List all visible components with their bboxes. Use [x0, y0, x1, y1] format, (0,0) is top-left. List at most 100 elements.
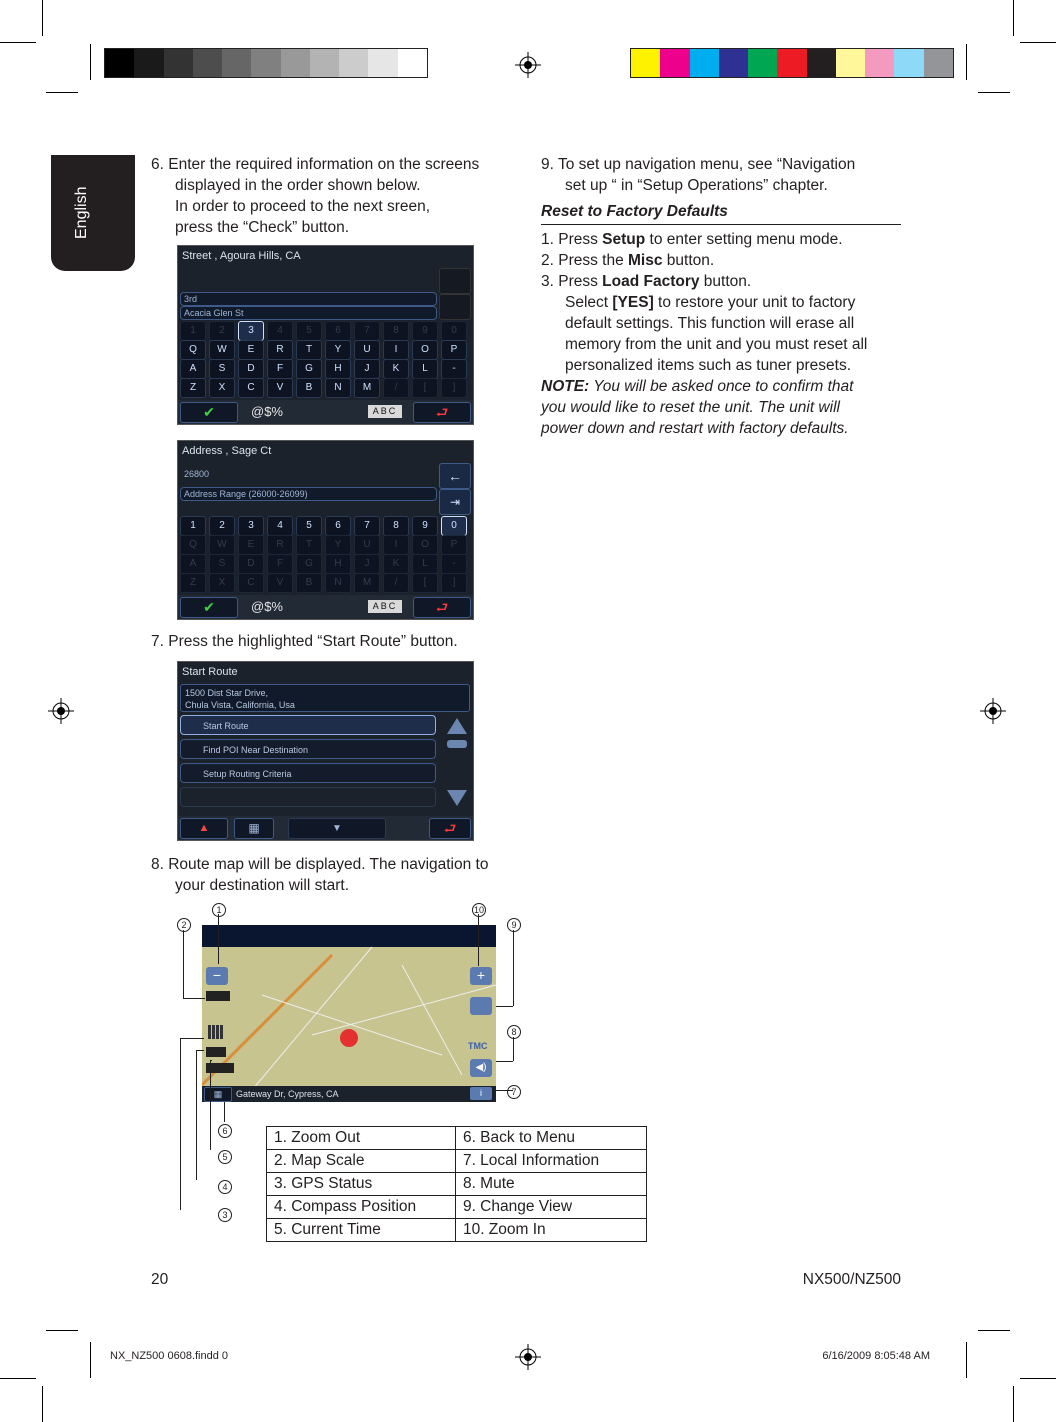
key-F[interactable]: F [267, 554, 293, 574]
key-X[interactable]: X [209, 378, 235, 398]
key-X[interactable]: X [209, 573, 235, 593]
key-2[interactable]: 2 [209, 516, 235, 536]
key-V[interactable]: V [267, 378, 293, 398]
key-T[interactable]: T [296, 535, 322, 555]
change-view-button[interactable] [470, 997, 492, 1015]
key-Y[interactable]: Y [325, 340, 351, 360]
key-8[interactable]: 8 [383, 321, 409, 341]
key-7[interactable]: 7 [354, 516, 380, 536]
key-A[interactable]: A [180, 359, 206, 379]
key-Z[interactable]: Z [180, 378, 206, 398]
key-J[interactable]: J [354, 554, 380, 574]
key-3[interactable]: 3 [238, 321, 264, 341]
more-button[interactable]: ▼ [288, 818, 386, 839]
key-8[interactable]: 8 [383, 516, 409, 536]
side-button[interactable] [439, 268, 471, 294]
zoom-in-button[interactable]: + [470, 967, 492, 985]
key-N[interactable]: N [325, 573, 351, 593]
key--[interactable]: - [441, 359, 467, 379]
back-button[interactable]: ⮐ [413, 597, 471, 618]
key-F[interactable]: F [267, 359, 293, 379]
key-N[interactable]: N [325, 378, 351, 398]
scroll-up-icon[interactable] [447, 718, 467, 734]
key-3[interactable]: 3 [238, 516, 264, 536]
key-V[interactable]: V [267, 573, 293, 593]
check-button[interactable]: ✔ [180, 597, 238, 618]
key-M[interactable]: M [354, 573, 380, 593]
back-button[interactable]: ⮐ [429, 818, 471, 839]
key-1[interactable]: 1 [180, 516, 206, 536]
start-route-button[interactable]: Start Route [180, 715, 436, 735]
key-C[interactable]: C [238, 573, 264, 593]
key-Z[interactable]: Z [180, 573, 206, 593]
abc-button[interactable]: ABC [368, 600, 402, 613]
key-C[interactable]: C [238, 378, 264, 398]
key-K[interactable]: K [383, 554, 409, 574]
side-button[interactable] [439, 294, 471, 320]
zoom-out-button[interactable]: − [206, 967, 228, 985]
key-4[interactable]: 4 [267, 321, 293, 341]
symbols-button[interactable]: @$% [251, 404, 283, 419]
key-S[interactable]: S [209, 554, 235, 574]
key-Q[interactable]: Q [180, 340, 206, 360]
key-G[interactable]: G [296, 554, 322, 574]
back-to-menu-button[interactable]: ▦ [204, 1087, 232, 1102]
key-][interactable]: ] [441, 573, 467, 593]
back-button[interactable]: ⮐ [413, 402, 471, 423]
address-range-field[interactable]: Address Range (26000-26099) [180, 487, 437, 501]
key-2[interactable]: 2 [209, 321, 235, 341]
key-4[interactable]: 4 [267, 516, 293, 536]
key-O[interactable]: O [412, 340, 438, 360]
key-W[interactable]: W [209, 535, 235, 555]
key-S[interactable]: S [209, 359, 235, 379]
mute-button[interactable]: ◀) [470, 1059, 492, 1077]
symbols-button[interactable]: @$% [251, 599, 283, 614]
street-suggestion[interactable]: Acacia Glen St [180, 306, 437, 320]
check-button[interactable]: ✔ [180, 402, 238, 423]
key-/[interactable]: / [383, 378, 409, 398]
key-M[interactable]: M [354, 378, 380, 398]
key-6[interactable]: 6 [325, 321, 351, 341]
setup-routing-button[interactable]: Setup Routing Criteria [180, 763, 436, 783]
street-field[interactable]: 3rd [180, 292, 437, 306]
key--[interactable]: - [441, 554, 467, 574]
backspace-button[interactable]: ← [439, 463, 471, 489]
key-H[interactable]: H [325, 554, 351, 574]
key-9[interactable]: 9 [412, 321, 438, 341]
key-0[interactable]: 0 [441, 321, 467, 341]
key-K[interactable]: K [383, 359, 409, 379]
key-1[interactable]: 1 [180, 321, 206, 341]
scroll-down-icon[interactable] [447, 790, 467, 806]
key-P[interactable]: P [441, 535, 467, 555]
find-poi-button[interactable]: Find POI Near Destination [180, 739, 436, 759]
key-Q[interactable]: Q [180, 535, 206, 555]
key-6[interactable]: 6 [325, 516, 351, 536]
abc-button[interactable]: ABC [368, 405, 402, 418]
key-B[interactable]: B [296, 378, 322, 398]
key-L[interactable]: L [412, 554, 438, 574]
key-P[interactable]: P [441, 340, 467, 360]
key-I[interactable]: I [383, 535, 409, 555]
key-G[interactable]: G [296, 359, 322, 379]
key-O[interactable]: O [412, 535, 438, 555]
scrollbar-thumb[interactable] [447, 740, 467, 748]
key-D[interactable]: D [238, 359, 264, 379]
key-U[interactable]: U [354, 535, 380, 555]
key-B[interactable]: B [296, 573, 322, 593]
key-0[interactable]: 0 [441, 516, 467, 536]
key-5[interactable]: 5 [296, 516, 322, 536]
key-9[interactable]: 9 [412, 516, 438, 536]
house-number-field[interactable]: 26800 [184, 469, 210, 479]
key-T[interactable]: T [296, 340, 322, 360]
map-view-button[interactable]: ▲ [180, 818, 228, 839]
key-/[interactable]: / [383, 573, 409, 593]
key-7[interactable]: 7 [354, 321, 380, 341]
key-H[interactable]: H [325, 359, 351, 379]
key-5[interactable]: 5 [296, 321, 322, 341]
key-E[interactable]: E [238, 340, 264, 360]
key-W[interactable]: W [209, 340, 235, 360]
key-E[interactable]: E [238, 535, 264, 555]
key-R[interactable]: R [267, 535, 293, 555]
key-U[interactable]: U [354, 340, 380, 360]
key-][interactable]: ] [441, 378, 467, 398]
